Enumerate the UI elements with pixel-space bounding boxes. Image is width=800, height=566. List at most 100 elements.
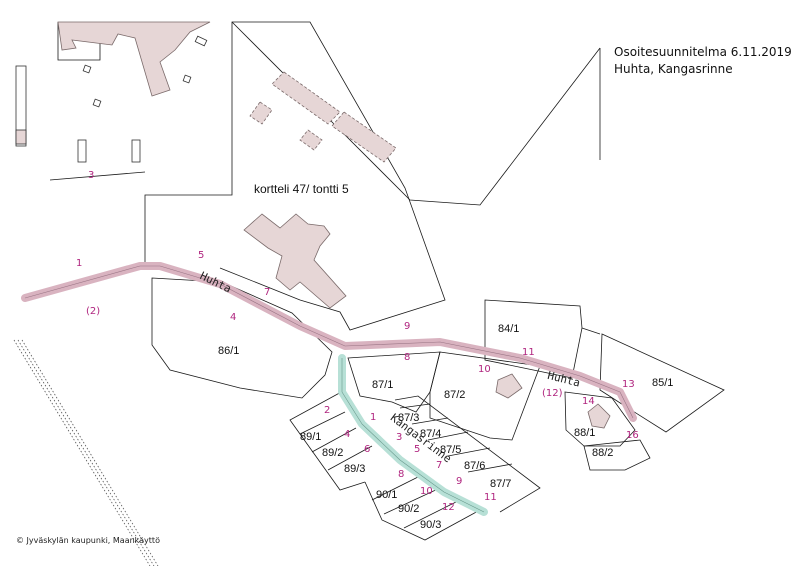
- parcel-label: 84/1: [498, 323, 519, 335]
- parcel-label: 90/2: [398, 503, 419, 515]
- building-house-87-2: [495, 373, 523, 399]
- buildings: [57, 21, 611, 429]
- parcel-label: 88/2: [592, 447, 613, 459]
- planned-building-c: [249, 101, 273, 125]
- parcel-line-87e: [467, 463, 513, 473]
- address-number: (2): [86, 306, 100, 317]
- address-number: 8: [404, 352, 410, 363]
- parcel-row-90: [364, 481, 481, 541]
- address-number: 1: [76, 258, 82, 269]
- railway-track: [13, 339, 159, 566]
- parcel-86-1-outline: [151, 277, 333, 399]
- address-number: 9: [456, 476, 462, 487]
- parcel-label: 89/1: [300, 431, 321, 443]
- parcel-label: 87/7: [490, 478, 511, 490]
- building-school: [243, 213, 347, 309]
- planned-building-d: [299, 129, 323, 151]
- small-structures: [15, 35, 208, 163]
- building-house-88-1: [587, 403, 611, 429]
- address-number: 4: [344, 429, 350, 440]
- address-number: 2: [324, 405, 330, 416]
- kangasrinne-road-edge: [341, 358, 485, 513]
- parcel-line-90a: [371, 475, 421, 501]
- railway-line-a: [13, 339, 151, 566]
- parcel-label: 87/2: [444, 389, 465, 401]
- address-number: 7: [264, 287, 270, 298]
- parcel-label: 85/1: [652, 377, 673, 389]
- planned-building-a: [271, 71, 341, 125]
- parcel-84-1-outline: [484, 299, 583, 379]
- structure-tiny-a: [82, 64, 92, 74]
- parcel-line-89b: [311, 427, 357, 453]
- address-number: 3: [396, 432, 402, 443]
- parcel-label: 87/3: [398, 412, 419, 424]
- copyright-credit: © Jyväskylän kaupunki, Maankäyttö: [16, 536, 160, 545]
- parcel-row-87: [394, 395, 541, 513]
- structure-shed-a: [77, 139, 87, 163]
- boundary-east-84: [581, 327, 601, 335]
- parcel-boundaries: [49, 21, 725, 541]
- block-label: kortteli 47/ tontti 5: [254, 182, 349, 196]
- address-number: 5: [414, 444, 420, 455]
- map-title-line-2: Huhta, Kangasrinne: [614, 62, 733, 76]
- road-label-huhta-west: Huhta: [198, 269, 233, 295]
- parcel-line-87c: [427, 431, 469, 441]
- boundary-block-47: [144, 21, 446, 331]
- parcel-line-89a: [299, 411, 346, 435]
- parcel-labels: 86/1 84/1 85/1 87/1 87/2 87/3 87/4 87/5 …: [218, 323, 673, 531]
- structure-tiny-d: [194, 35, 208, 47]
- address-number: 1: [370, 412, 376, 423]
- map-title-line-1: Osoitesuunnitelma 6.11.2019: [614, 45, 792, 59]
- structure-shed-b: [131, 139, 141, 163]
- boundary-block-47-north: [231, 21, 601, 206]
- parcel-label: 87/4: [420, 428, 441, 440]
- kangasrinne-address-numbers: 1 2 3 4 5 6 7 8 9 10 11 12: [324, 405, 497, 513]
- parcel-line-90c: [403, 499, 461, 529]
- address-number: 14: [582, 396, 595, 407]
- planned-buildings: [249, 71, 397, 163]
- map-title: Osoitesuunnitelma 6.11.2019 Huhta, Kanga…: [614, 44, 792, 78]
- parcel-label: 86/1: [218, 345, 239, 357]
- parcel-label: 89/3: [344, 463, 365, 475]
- parcel-label: 90/1: [376, 489, 397, 501]
- parcel-label: 90/3: [420, 519, 441, 531]
- structure-tiny-b: [92, 98, 102, 108]
- parcel-line-90b: [383, 487, 441, 515]
- address-number: 12: [442, 502, 455, 513]
- parcel-line-89c: [327, 445, 373, 471]
- address-number: 13: [622, 379, 635, 390]
- parcel-87-1-outline: [347, 351, 441, 413]
- address-number: 3: [88, 170, 94, 181]
- structure-pole-base: [15, 129, 27, 145]
- parcel-line-87b: [411, 417, 449, 425]
- address-number: 11: [484, 492, 497, 503]
- boundary-road-north-edge: [49, 171, 146, 181]
- address-number: 10: [420, 486, 433, 497]
- railway-line-b: [17, 339, 155, 566]
- planned-building-b: [331, 111, 397, 163]
- address-number: 7: [436, 460, 442, 471]
- parcel-line-87a: [399, 403, 431, 409]
- parcel-88-1-outline: [564, 391, 636, 447]
- parcel-label: 89/2: [322, 447, 343, 459]
- huhta-road-edge: [24, 265, 634, 419]
- address-number: 11: [522, 347, 535, 358]
- address-number: 6: [364, 444, 370, 455]
- address-number: 10: [478, 364, 491, 375]
- railway-line-c: [21, 339, 159, 566]
- address-number: 5: [198, 250, 204, 261]
- address-number: 16: [626, 430, 639, 441]
- address-number: (12): [542, 388, 563, 399]
- structure-tiny-c: [182, 74, 192, 84]
- parcel-label: 87/1: [372, 379, 393, 391]
- parcel-label: 87/5: [440, 444, 461, 456]
- parcel-row-89: [289, 389, 366, 491]
- parcel-88-2-outline: [583, 439, 651, 471]
- structure-pole: [15, 65, 27, 147]
- parcel-label: 87/6: [464, 460, 485, 472]
- building-northwest: [57, 21, 211, 97]
- address-number: 4: [230, 312, 236, 323]
- huhta-address-numbers: 1 (2) 3 4 5 7 8 9 10 11 (12) 13 14 16: [76, 170, 639, 441]
- parcel-label: 88/1: [574, 427, 595, 439]
